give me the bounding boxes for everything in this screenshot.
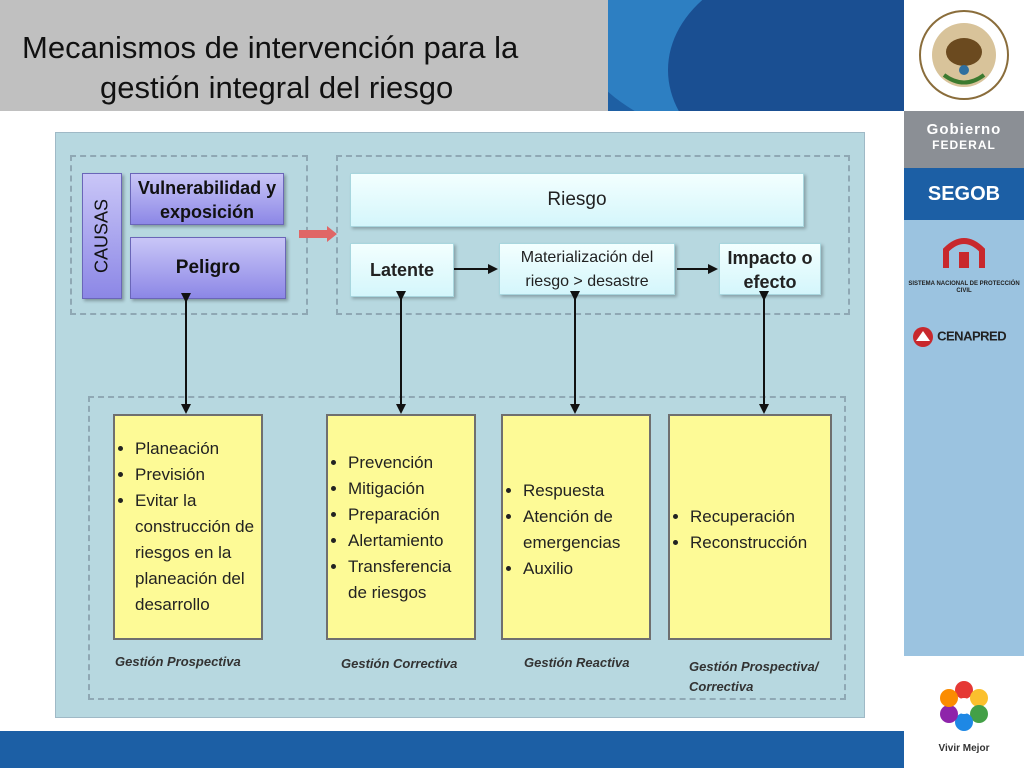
list-item: Alertamiento [348, 528, 474, 554]
list-item: Reconstrucción [690, 530, 830, 556]
segob-logo: SEGOB [904, 168, 1024, 220]
management-group [88, 396, 846, 700]
caption-reactiva: Gestión Reactiva [524, 655, 630, 670]
caption-prospectiva: Gestión Prospectiva [115, 654, 241, 669]
vulnerabilidad-box: Vulnerabilidad y exposición [130, 173, 284, 225]
gestion-reactiva-box: Respuesta Atención de emergencias Auxili… [501, 414, 651, 640]
list-item: Prevención [348, 450, 474, 476]
list-item: Planeación [135, 436, 261, 462]
gobierno-text: Gobierno [926, 121, 1002, 138]
list-item: Auxilio [523, 556, 649, 582]
cenapred-logo: CENAPRED [912, 326, 1016, 356]
connector-arrows [181, 226, 769, 414]
list-item: Preparación [348, 502, 474, 528]
proteccion-civil-logo: SISTEMA NACIONAL DE PROTECCIÓN CIVIL [904, 232, 1024, 302]
risk-group [336, 155, 850, 315]
riesgo-box: Riesgo [350, 173, 804, 227]
gestion-prospectiva-box: Planeación Previsión Evitar la construcc… [113, 414, 263, 640]
gobierno-federal-logo: Gobierno FEDERAL [904, 111, 1024, 168]
footer-band [0, 731, 904, 768]
header-decoration [608, 0, 904, 111]
caption-correctiva: Gestión Correctiva [341, 656, 458, 671]
gestion-correctiva-box: Prevención Mitigación Preparación Alerta… [326, 414, 476, 640]
slide-title: Mecanismos de intervención para la gesti… [22, 28, 602, 108]
causes-to-risk-arrow [299, 226, 337, 242]
list-item: Previsión [135, 462, 261, 488]
vivir-mejor-flower-icon [940, 681, 988, 731]
latente-box: Latente [350, 243, 454, 297]
title-line-1: Mecanismos de intervención para la [22, 30, 519, 65]
federal-text: FEDERAL [932, 138, 996, 152]
list-item: Transferencia de riesgos [348, 554, 474, 606]
sidebar: Gobierno FEDERAL SEGOB SISTEMA NACIONAL … [904, 0, 1024, 768]
gestion-prospectiva-correctiva-box: Recuperación Reconstrucción [668, 414, 832, 640]
impacto-box: Impacto o efecto [719, 243, 821, 295]
national-seal-icon [904, 0, 1024, 111]
title-band [0, 0, 610, 111]
proteccion-civil-icon [943, 238, 985, 268]
peligro-box: Peligro [130, 237, 286, 299]
vivir-mejor-text: Vivir Mejor [938, 743, 990, 754]
risk-management-diagram: CAUSAS Vulnerabilidad y exposición Pelig… [55, 132, 865, 718]
list-item: Mitigación [348, 476, 474, 502]
list-item: Evitar la construcción de riesgos en la … [135, 488, 261, 618]
list-item: Respuesta [523, 478, 649, 504]
vivir-mejor-logo: Vivir Mejor [904, 676, 1024, 768]
snpc-text: SISTEMA NACIONAL DE PROTECCIÓN CIVIL [908, 281, 1020, 294]
cenapred-icon [913, 327, 933, 347]
title-line-2: gestión integral del riesgo [100, 70, 454, 105]
list-item: Recuperación [690, 504, 830, 530]
materializacion-box: Materialización del riesgo > desastre [499, 243, 675, 295]
caption-prospectiva-correctiva: Gestión Prospectiva/ Correctiva [689, 659, 819, 694]
causas-label: CAUSAS [82, 173, 122, 299]
cenapred-text: CENAPRED [937, 328, 1007, 344]
list-item: Atención de emergencias [523, 504, 649, 556]
